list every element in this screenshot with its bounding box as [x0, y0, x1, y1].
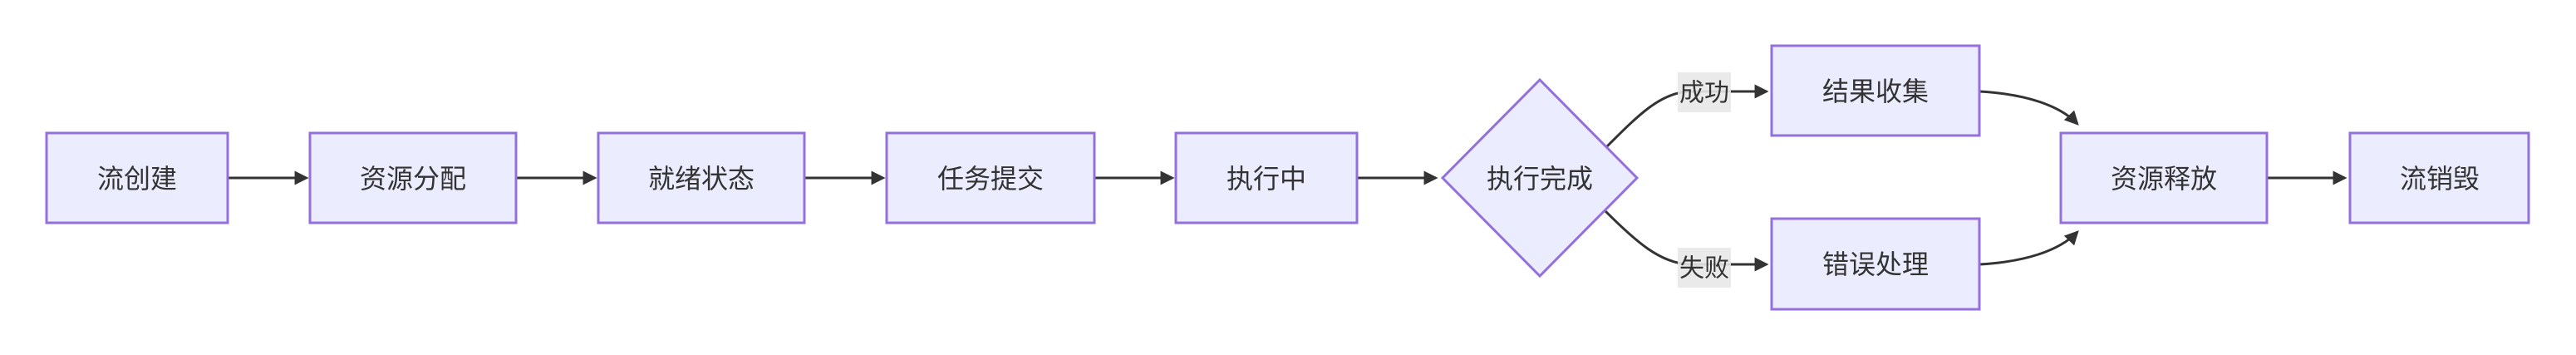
- node-task-submit-label: 任务提交: [937, 164, 1044, 194]
- node-result-collect-label: 结果收集: [1822, 76, 1929, 106]
- edge-label-success-bg: [1678, 72, 1731, 112]
- node-resource-release-label: 资源释放: [2111, 164, 2217, 194]
- node-exec-complete-label: 执行完成: [1487, 164, 1593, 194]
- edge-label-success: 成功: [1678, 72, 1731, 112]
- node-result-collect-box: [1770, 44, 1981, 137]
- node-error-handle-label: 错误处理: [1822, 249, 1929, 279]
- edge-error-handle-to-resource-release: [1979, 230, 2079, 266]
- node-ready-state-box: [597, 131, 806, 224]
- node-error-handle: 错误处理: [1770, 217, 1981, 311]
- node-result-collect: 结果收集: [1770, 44, 1981, 137]
- node-stream-create-label: 流创建: [97, 164, 177, 194]
- node-stream-destroy-label: 流销毁: [2400, 164, 2480, 194]
- edge-label-failure-bg: [1678, 248, 1731, 288]
- node-resource-alloc-label: 资源分配: [360, 164, 466, 194]
- node-exec-complete: 执行完成: [1440, 77, 1639, 279]
- node-executing: 执行中: [1174, 131, 1359, 224]
- node-task-submit-box: [885, 131, 1096, 224]
- node-stream-destroy: 流销毁: [2348, 131, 2530, 224]
- node-error-handle-box: [1770, 217, 1981, 311]
- node-resource-alloc: 资源分配: [308, 131, 518, 224]
- node-resource-release: 资源释放: [2059, 131, 2269, 224]
- edge-label-failure: 失败: [1678, 248, 1731, 288]
- node-exec-complete-diamond: [1440, 77, 1639, 279]
- node-stream-create-box: [45, 131, 229, 224]
- node-executing-box: [1174, 131, 1359, 224]
- node-ready-state: 就绪状态: [597, 131, 806, 224]
- node-ready-state-label: 就绪状态: [648, 164, 755, 194]
- node-resource-release-box: [2059, 131, 2269, 224]
- edge-result-collect-to-resource-release: [1979, 90, 2079, 126]
- node-executing-label: 执行中: [1227, 164, 1306, 194]
- node-resource-alloc-box: [308, 131, 518, 224]
- edge-label-failure-text: 失败: [1679, 255, 1729, 283]
- node-task-submit: 任务提交: [885, 131, 1096, 224]
- edge-label-success-text: 成功: [1679, 80, 1729, 107]
- node-stream-destroy-box: [2348, 131, 2530, 224]
- node-stream-create: 流创建: [45, 131, 229, 224]
